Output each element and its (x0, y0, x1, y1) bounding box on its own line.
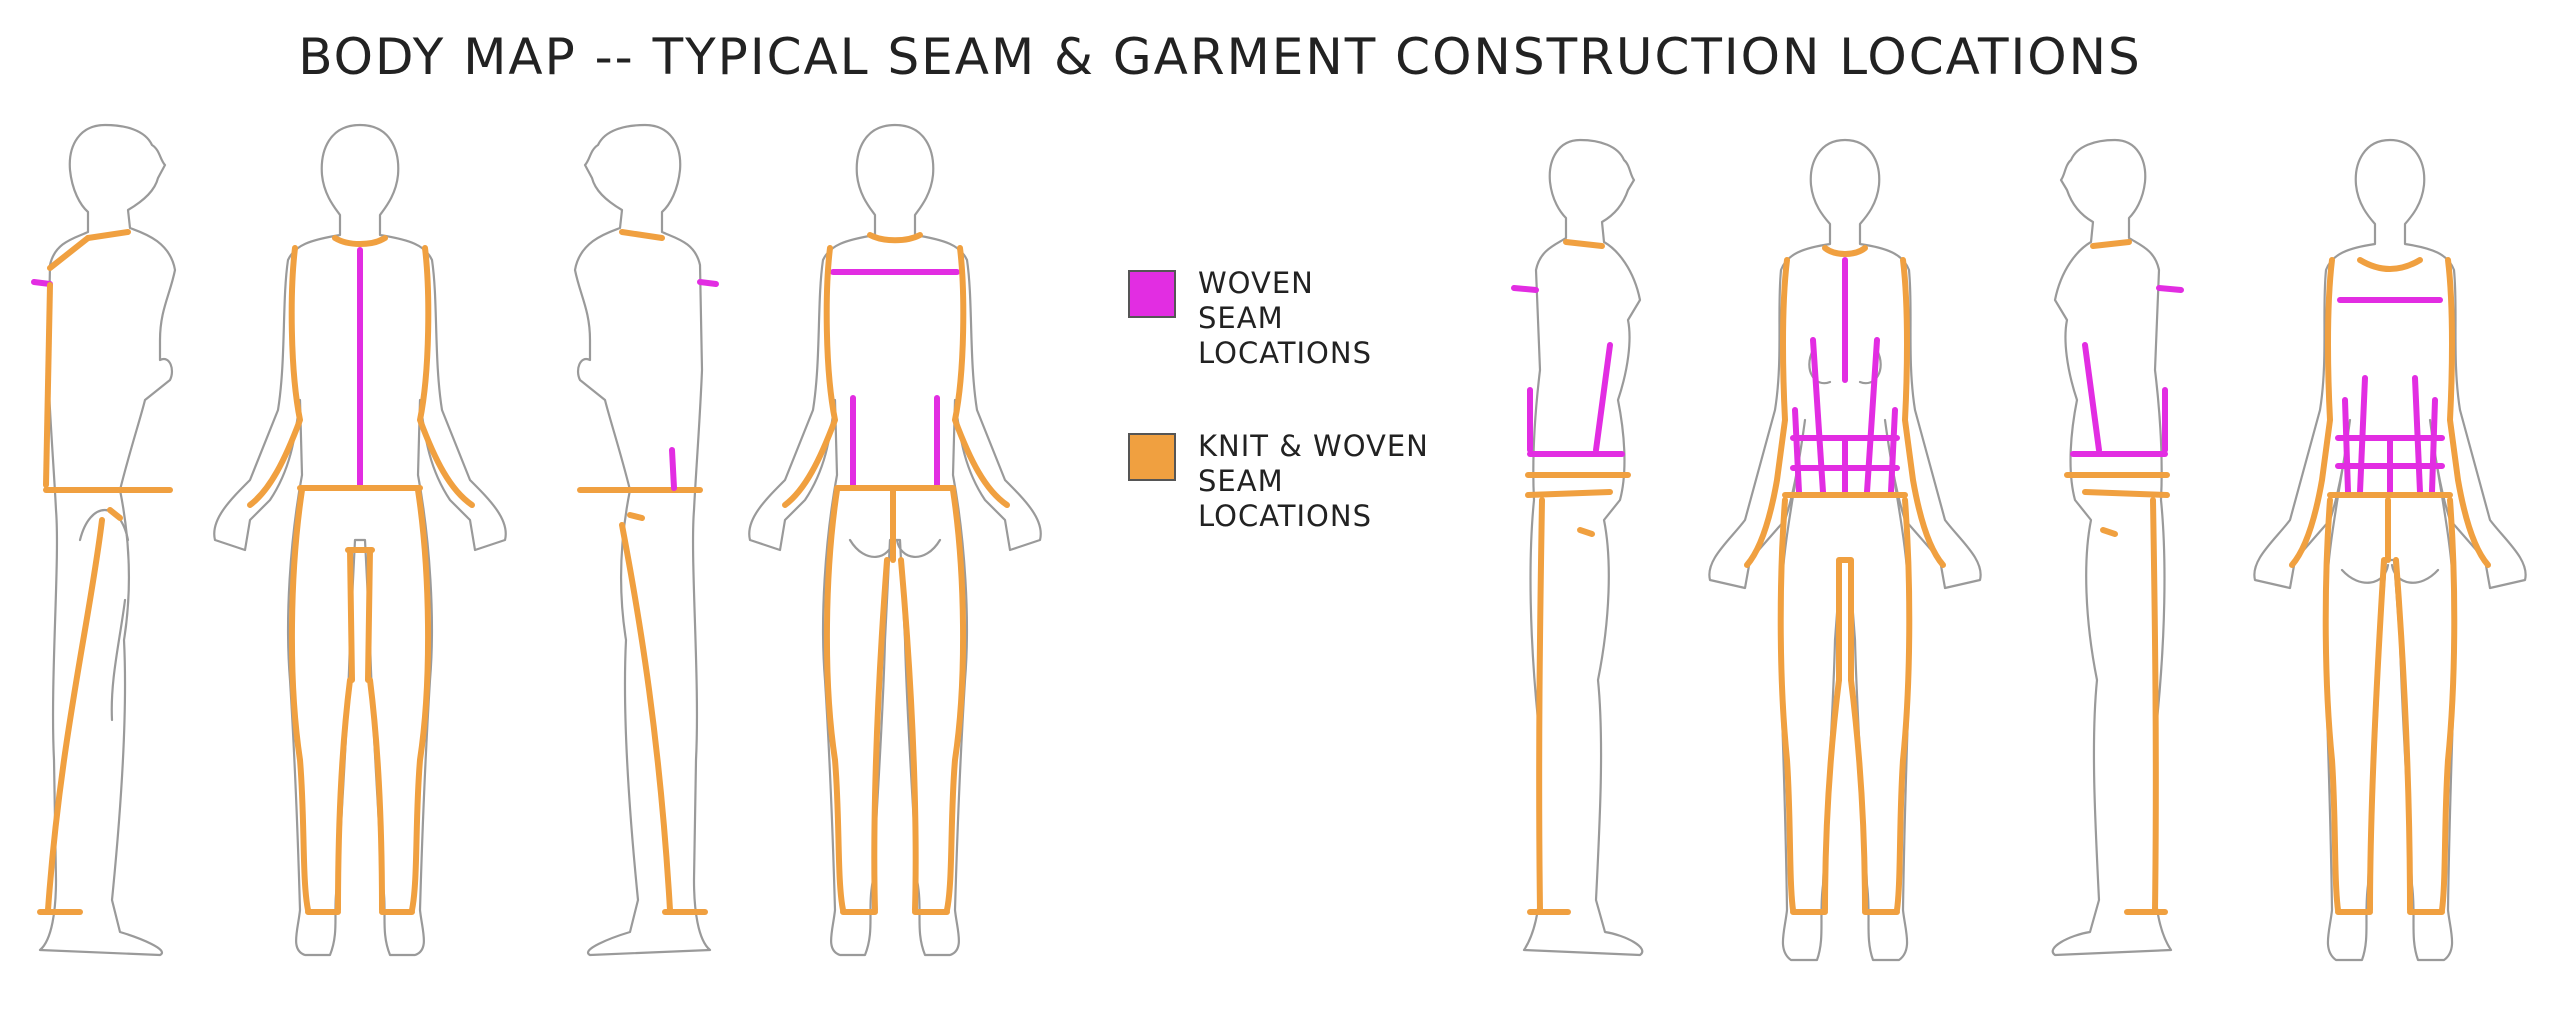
left-leg-seam (288, 487, 311, 913)
bust-seam (2082, 342, 2168, 453)
neck-seam (1563, 239, 1605, 249)
right-inner-leg (367, 677, 385, 913)
left-armhole-seam (247, 245, 303, 508)
bust-seam (1527, 342, 1613, 453)
neck-seam (2090, 239, 2132, 249)
inner-leg-seams (1822, 677, 1868, 913)
side-body-seam (43, 282, 53, 488)
body-outline (38, 123, 177, 957)
side-seam-lower (669, 447, 677, 491)
back-neck-seam (2357, 257, 2423, 272)
body-outline (213, 123, 507, 957)
back-waist-seams (2335, 435, 2445, 495)
cuff-seam (627, 512, 645, 521)
body-outline (2051, 138, 2173, 957)
waist-seam (1525, 472, 1631, 498)
neck-seam (619, 229, 665, 241)
left-armhole-seam (2289, 257, 2335, 568)
leg-side-seam (1536, 497, 1545, 913)
female-back-figure (2253, 138, 2527, 962)
body-outline (573, 123, 712, 957)
waist-seams (1790, 435, 1900, 495)
left-leg-seam (2322, 497, 2341, 913)
right-leg-seam (2439, 497, 2458, 913)
waist-seam (2064, 472, 2170, 498)
armhole-seam (2156, 285, 2184, 293)
male-side-right-figure (31, 123, 177, 957)
inner-leg-seams (2367, 557, 2413, 913)
male-back-figure (748, 123, 1042, 957)
crotch-seam (1836, 557, 1854, 683)
page-title: BODY MAP -- TYPICAL SEAM & GARMENT CONST… (298, 28, 2142, 86)
legend: WOVEN SEAM LOCATIONS KNIT & WOVEN SEAM L… (1128, 266, 1429, 592)
neck-seam (332, 235, 388, 247)
back-neck-seam (867, 232, 923, 244)
inseam (345, 547, 375, 683)
legend-label-woven: WOVEN SEAM LOCATIONS (1198, 266, 1372, 370)
leg-side-seam (45, 517, 105, 913)
neck-seam (85, 229, 131, 241)
legend-item-woven: WOVEN SEAM LOCATIONS (1128, 266, 1429, 371)
male-side-left-figure (573, 123, 719, 957)
right-armhole-seam (417, 245, 475, 508)
left-armhole-seam (1744, 257, 1790, 568)
right-leg-seam (944, 487, 967, 913)
shoulder-seam (47, 235, 91, 271)
left-armhole-seam (782, 245, 838, 508)
male-front-figure (213, 123, 507, 957)
armhole-seam (1511, 285, 1539, 293)
cuff-seam (2100, 527, 2118, 537)
right-armhole-seam (2445, 257, 2491, 568)
right-armhole-seam (1900, 257, 1946, 568)
left-leg-seam (1777, 497, 1796, 913)
right-leg-seam (1894, 497, 1913, 913)
inner-leg-seams (871, 557, 919, 913)
female-side-left-figure (2051, 138, 2184, 957)
leg-side-seam (2150, 497, 2159, 913)
right-armhole-seam (952, 245, 1010, 508)
legend-label-knit-woven: KNIT & WOVEN SEAM LOCATIONS (1198, 429, 1429, 533)
cuff-seam (107, 507, 123, 521)
female-front-figure (1708, 138, 1982, 962)
leg-side-seam (619, 522, 673, 913)
cuff-seam (1577, 527, 1595, 537)
legend-swatch-knit-woven (1128, 433, 1176, 481)
neck-seam (1822, 245, 1868, 257)
right-leg-seam (409, 487, 432, 913)
princess-seams (1792, 337, 1898, 495)
armhole-seam (697, 279, 719, 287)
body-outline (1522, 138, 1644, 957)
female-side-right-figure (1511, 138, 1644, 957)
legend-item-knit-woven: KNIT & WOVEN SEAM LOCATIONS (1128, 429, 1429, 534)
left-leg-seam (823, 487, 846, 913)
legend-swatch-woven (1128, 270, 1176, 318)
left-inner-leg (335, 677, 353, 913)
